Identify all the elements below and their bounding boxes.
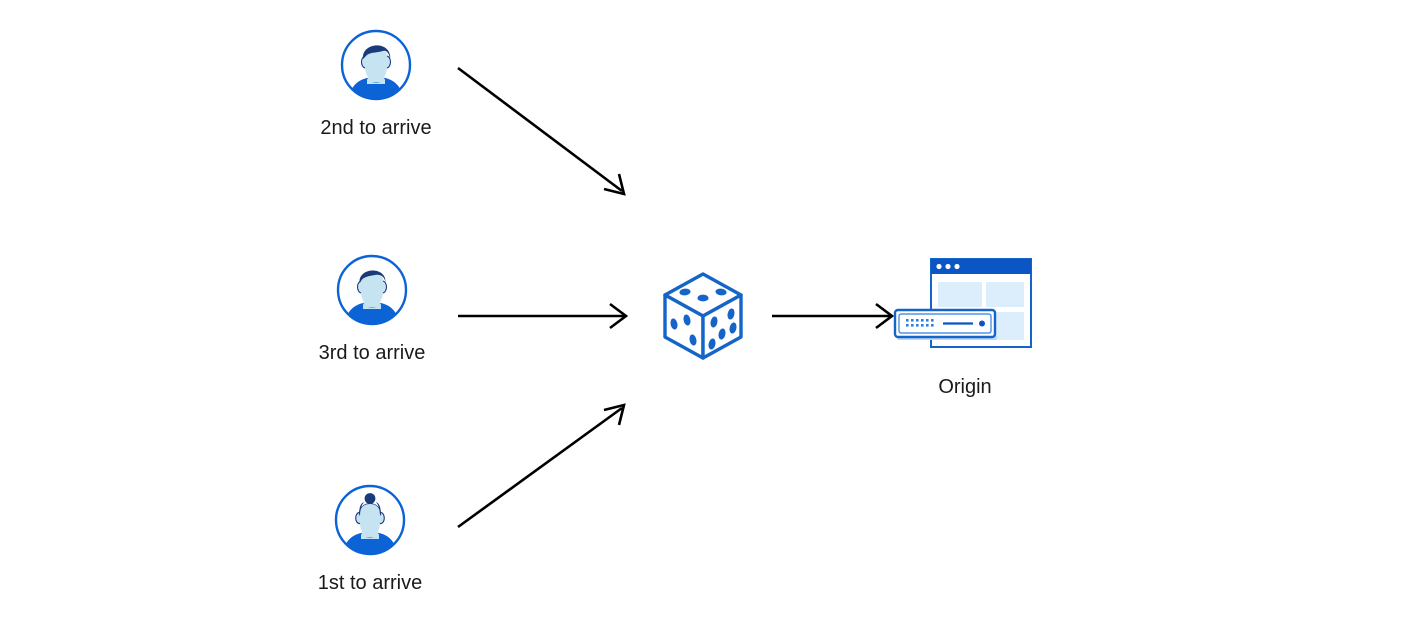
dice-icon: [649, 262, 757, 370]
avatar-short-hair-icon: [335, 253, 409, 327]
client-node-2nd[interactable]: 2nd to arrive: [306, 28, 446, 138]
origin-server-browser-icon: [885, 255, 1045, 363]
origin-node[interactable]: Origin: [885, 255, 1045, 397]
avatar-bun-hair-icon: [333, 483, 407, 557]
server-appliance-icon: [893, 308, 997, 339]
client-node-3rd[interactable]: 3rd to arrive: [302, 253, 442, 363]
client-label-2nd: 2nd to arrive: [320, 117, 432, 139]
arrow-3rd-to-dice: [458, 302, 629, 330]
arrow-1st-to-dice: [457, 403, 626, 529]
client-label-3rd: 3rd to arrive: [318, 342, 426, 364]
client-node-1st[interactable]: 1st to arrive: [300, 483, 440, 593]
randomizer-node-dice[interactable]: [648, 262, 758, 370]
avatar-short-hair-icon: [339, 28, 413, 102]
client-label-1st: 1st to arrive: [317, 572, 423, 594]
arrow-2nd-to-dice: [457, 66, 626, 196]
origin-label: Origin: [938, 376, 992, 398]
arrow-dice-to-origin: [772, 302, 895, 330]
